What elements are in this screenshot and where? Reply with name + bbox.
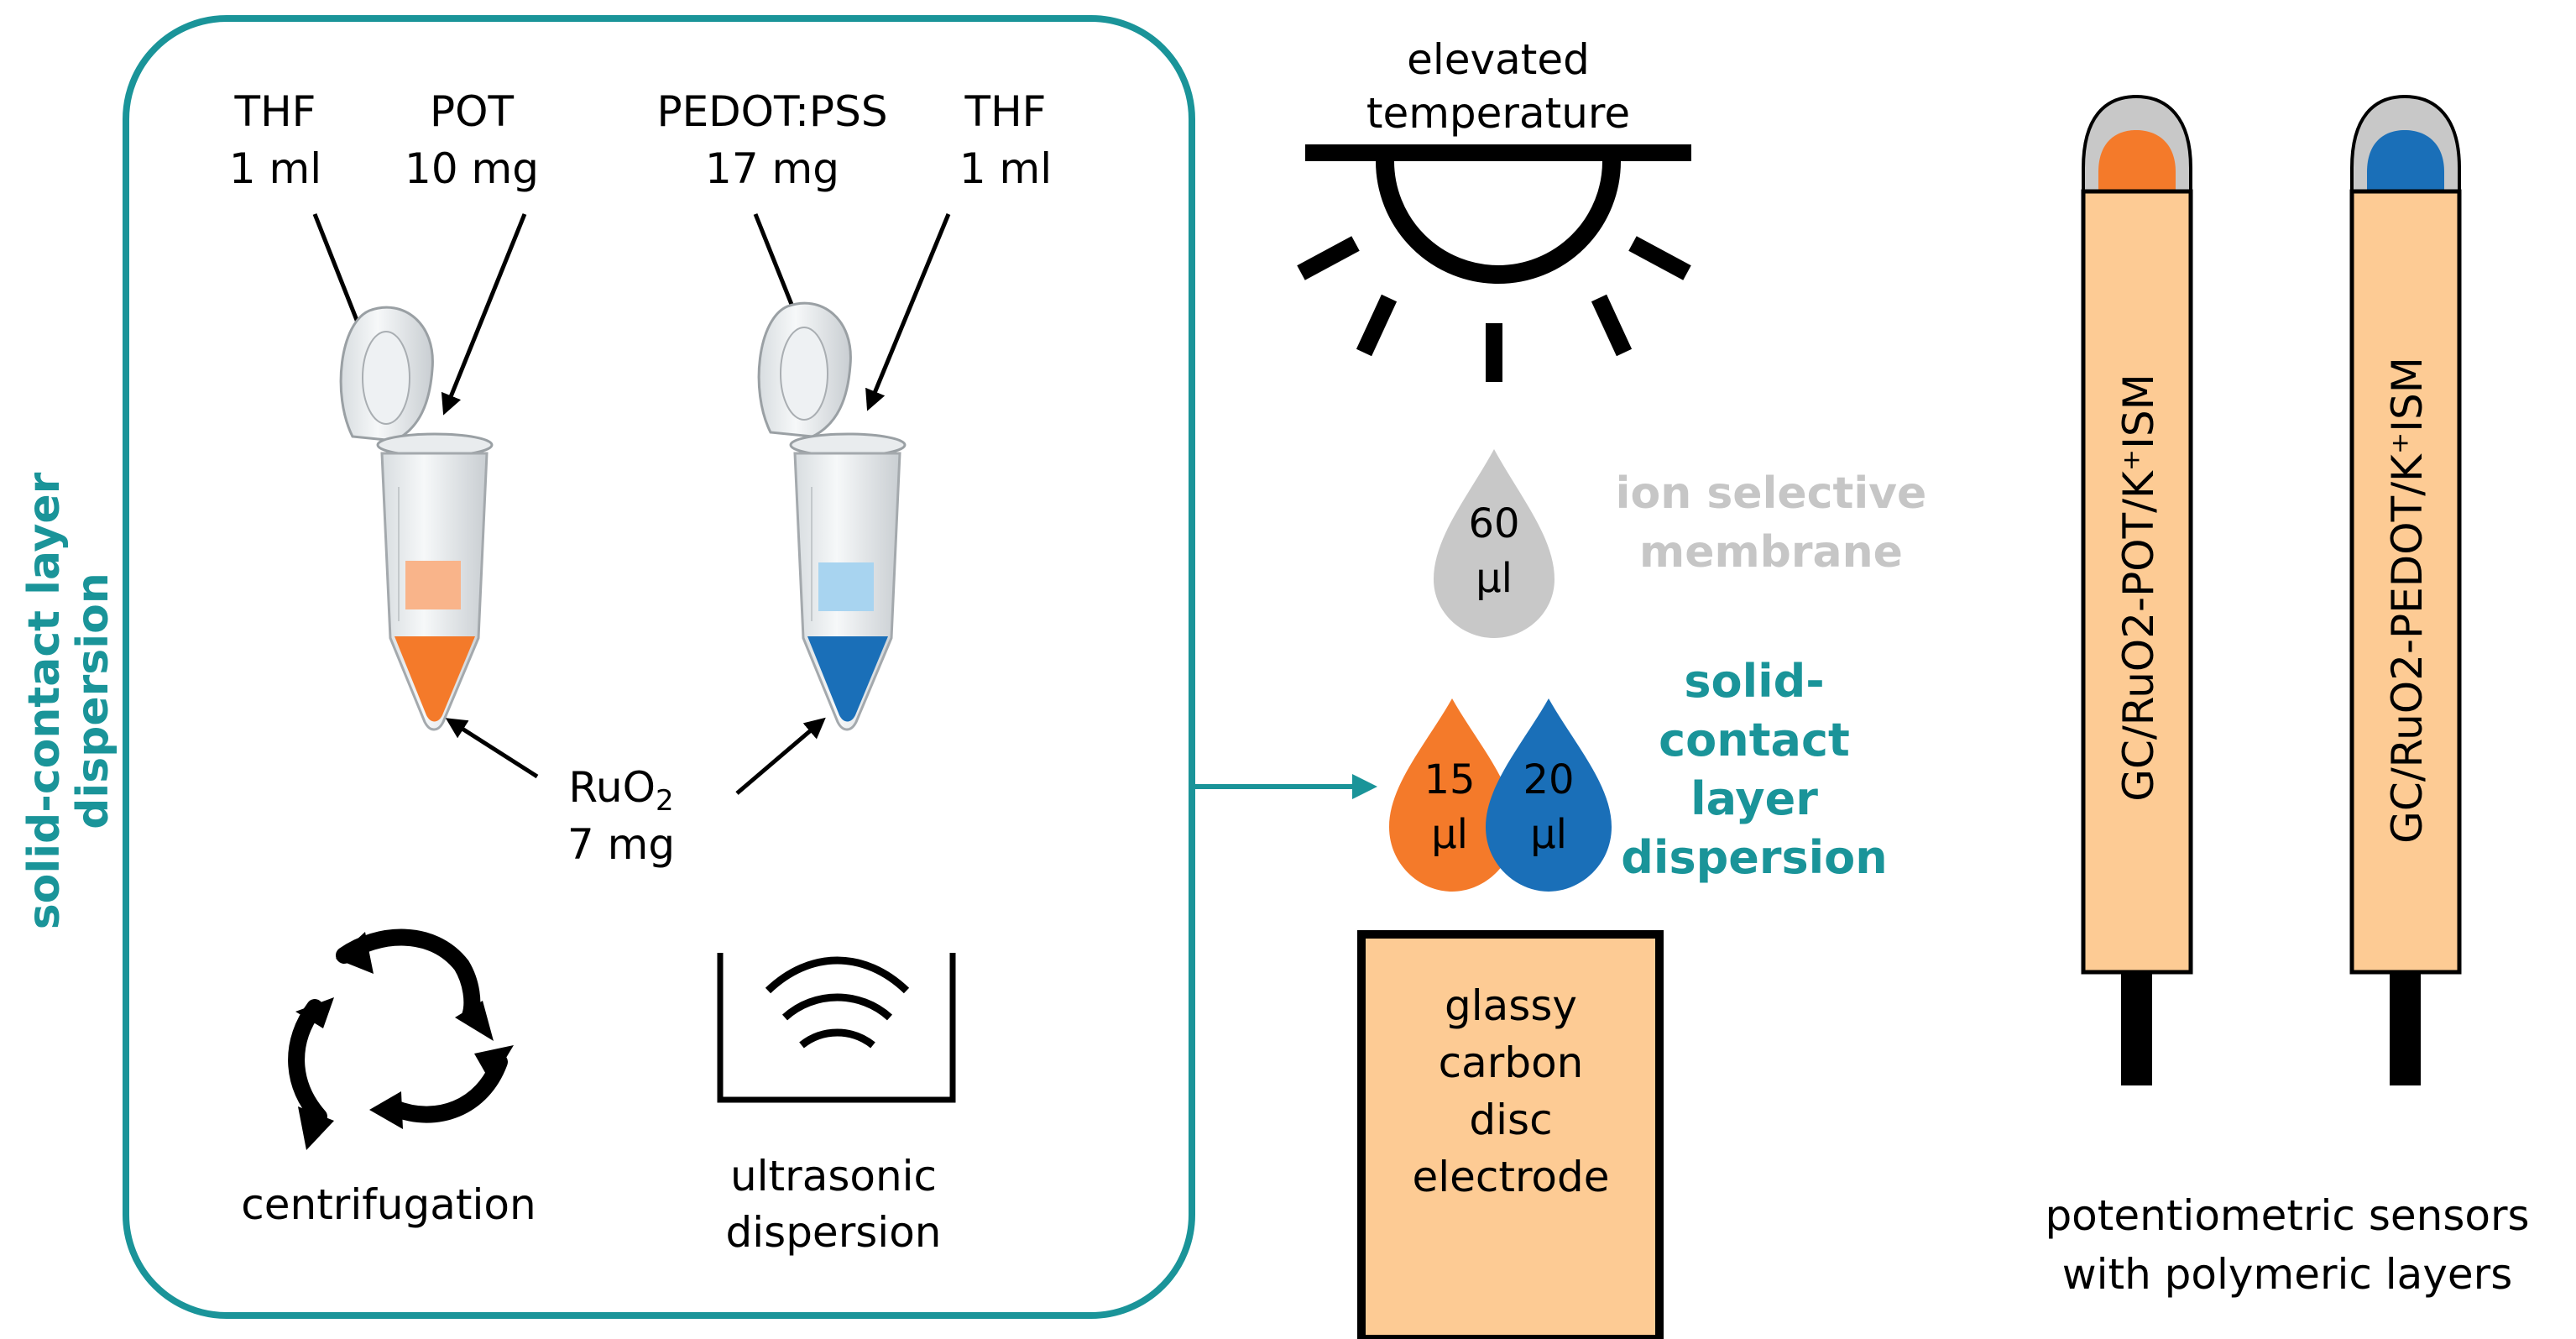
ism-label-line2: membrane bbox=[1639, 527, 1903, 578]
sensor-pedot: GC/RuO2-PEDOT/K⁺ISM bbox=[2349, 94, 2462, 1085]
pedot-drop-volume: 20 bbox=[1523, 756, 1574, 803]
tube1-liquid-bottom bbox=[394, 636, 475, 722]
centrifugation-label: centrifugation bbox=[241, 1180, 536, 1229]
ultrasonic-bath-icon bbox=[717, 953, 956, 1103]
sensors-caption-line1: potentiometric sensors bbox=[2045, 1191, 2529, 1240]
ism-drop-unit: µl bbox=[1476, 555, 1513, 602]
electrode-label-line4: electrode bbox=[1412, 1153, 1609, 1201]
pot-drop-unit: µl bbox=[1431, 811, 1468, 858]
temperature-label-line2: temperature bbox=[1366, 89, 1630, 138]
glassy-carbon-electrode bbox=[1357, 930, 1664, 1339]
sc-label-line2: contact bbox=[1659, 714, 1850, 766]
sc-label-line3: layer bbox=[1690, 772, 1818, 825]
tube2-label2-line1: THF bbox=[964, 87, 1047, 136]
recycle-arrows-icon bbox=[288, 928, 508, 1125]
pot-drop-volume: 15 bbox=[1424, 756, 1475, 803]
tube1-label2-line1: POT bbox=[430, 87, 515, 136]
sensor-pedot-label: GC/RuO2-PEDOT/K⁺ISM bbox=[2383, 357, 2432, 844]
tube2-icon bbox=[757, 301, 907, 731]
ism-label-line1: ion selective bbox=[1616, 468, 1927, 519]
pedot-dispersion-drop bbox=[1486, 698, 1612, 892]
tube1-label1-line1: THF bbox=[234, 87, 316, 136]
arrow-pot-to-tube1 bbox=[441, 213, 527, 416]
arrow-ruo2-to-tube2 bbox=[735, 717, 826, 795]
side-title: solid-contact layer dispersion bbox=[19, 472, 118, 929]
side-title-line1: solid-contact layer bbox=[19, 472, 70, 929]
ultrasonic-label-line1: ultrasonic bbox=[730, 1152, 937, 1200]
sun-heat-icon bbox=[1297, 144, 1691, 382]
ism-drop bbox=[1434, 449, 1554, 638]
sc-label-line4: dispersion bbox=[1621, 831, 1887, 884]
tube1-icon bbox=[339, 306, 494, 731]
sc-label-line1: solid- bbox=[1684, 655, 1824, 708]
tube2-liquid-bottom bbox=[807, 636, 888, 722]
solid-contact-panel bbox=[123, 15, 1195, 1319]
tube1-liquid-top bbox=[405, 561, 461, 609]
tube1-label2-line2: 10 mg bbox=[405, 144, 539, 193]
temperature-label-line1: elevated bbox=[1407, 35, 1590, 84]
sensors-caption-line2: with polymeric layers bbox=[2062, 1250, 2513, 1299]
tube1-label1-line2: 1 ml bbox=[229, 144, 321, 193]
recycle-arrowheads bbox=[295, 932, 514, 1150]
side-title-line2: dispersion bbox=[68, 573, 118, 829]
sensor-pot: GC/RuO2-POT/K⁺ISM bbox=[2081, 94, 2193, 1085]
arrow-thf-to-tube2 bbox=[865, 213, 951, 411]
ism-drop-volume: 60 bbox=[1468, 500, 1519, 547]
electrode-label-line2: carbon bbox=[1439, 1038, 1584, 1087]
electrode-label-line3: disc bbox=[1469, 1096, 1552, 1144]
pot-dispersion-drop bbox=[1389, 698, 1515, 892]
arrow-ruo2-to-tube1 bbox=[445, 718, 539, 779]
ultrasonic-label-line2: dispersion bbox=[726, 1208, 942, 1257]
ruo2-amount: 7 mg bbox=[567, 820, 675, 869]
tube2-liquid-top bbox=[818, 562, 874, 611]
sensor-pot-label: GC/RuO2-POT/K⁺ISM bbox=[2114, 374, 2163, 802]
ruo2-label: RuO2 bbox=[568, 763, 673, 818]
pedot-drop-unit: µl bbox=[1530, 811, 1567, 858]
tube2-label1-line1: PEDOT:PSS bbox=[656, 87, 887, 136]
tube2-label1-line2: 17 mg bbox=[705, 144, 839, 193]
tube2-label2-line2: 1 ml bbox=[959, 144, 1052, 193]
electrode-label-line1: glassy bbox=[1445, 981, 1577, 1030]
